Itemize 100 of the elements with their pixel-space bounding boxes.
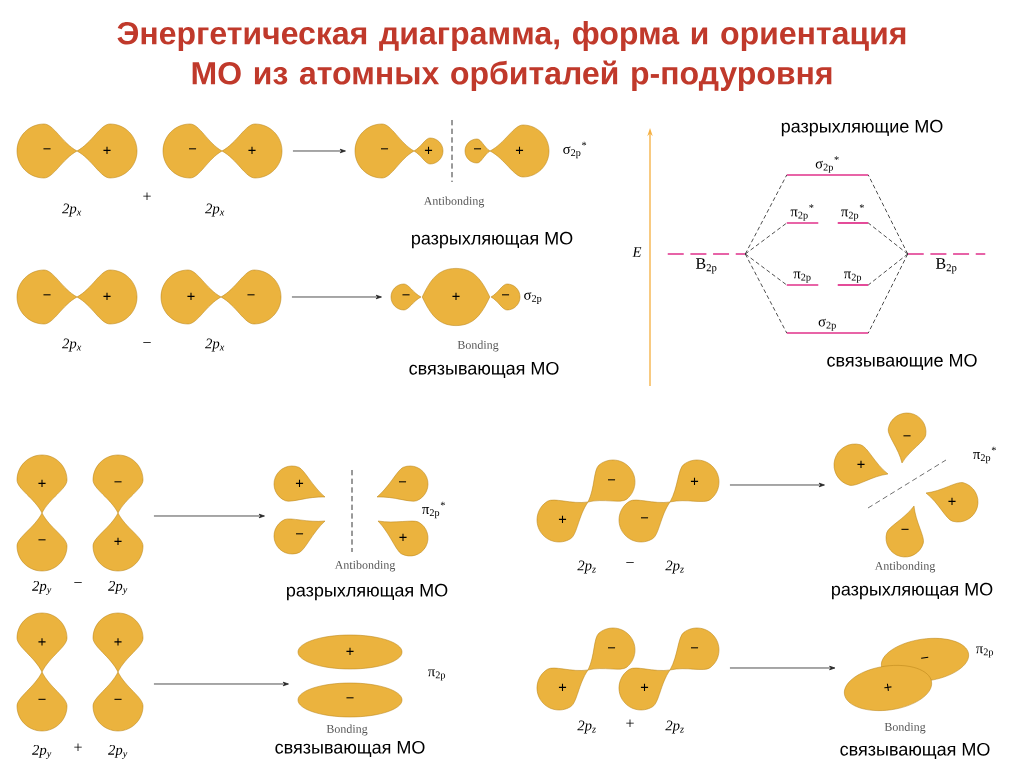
orbital-lobe: + bbox=[377, 520, 429, 557]
arrow bbox=[292, 148, 346, 154]
orbital-lobe: + bbox=[16, 612, 68, 673]
orbital-lobe: + bbox=[76, 123, 138, 179]
operator-sign: + bbox=[626, 719, 634, 727]
orbital-lobe: + bbox=[160, 269, 222, 325]
orbital-lobe: − bbox=[885, 505, 924, 558]
energy-level: σ$_{2p}$* bbox=[785, 156, 870, 176]
orbital-lobe: − bbox=[92, 454, 144, 514]
orbital-symbol: 2p$_{z}$ bbox=[665, 560, 684, 574]
orbital-lobe: + bbox=[297, 634, 403, 670]
mo-caption: разрыхляющая МО bbox=[287, 583, 448, 601]
orbital-lobe: + bbox=[536, 667, 589, 711]
operator-sign: − bbox=[74, 582, 82, 583]
dashed-line bbox=[867, 222, 909, 255]
bonding-label: Antibonding bbox=[423, 196, 485, 208]
orbital-lobe: + bbox=[618, 667, 671, 711]
orbital-lobe: − bbox=[618, 499, 671, 543]
orbital-lobe: − bbox=[162, 123, 223, 179]
energy-level: B$_{2p}$ bbox=[667, 253, 746, 274]
orbital-lobe: + bbox=[413, 137, 444, 165]
orbital-symbol: 2p$_{y}$ bbox=[32, 580, 52, 596]
orbital-lobe: − bbox=[16, 512, 68, 572]
energy-level: σ$_{2p}$ bbox=[785, 318, 870, 334]
orbital-symbol: π$_{2p}$* bbox=[973, 446, 996, 464]
mo-caption: разрыхляющая МО bbox=[412, 231, 573, 249]
orbital-symbol: 2p$_{z}$ bbox=[577, 560, 596, 574]
energy-level: π$_{2p}$* bbox=[836, 204, 870, 224]
orbital-lobe: − bbox=[220, 269, 282, 325]
dashed-line bbox=[744, 222, 788, 255]
mo-caption: разрыхляющая МО bbox=[832, 582, 993, 600]
orbital-lobe: + bbox=[489, 124, 550, 178]
orbital-lobe: − bbox=[16, 123, 78, 179]
mo-caption: разрыхляющие МО bbox=[781, 119, 943, 137]
orbital-lobe: + bbox=[833, 443, 889, 486]
orbital-lobe: + bbox=[844, 665, 932, 711]
dashed-line bbox=[867, 253, 909, 286]
energy-level: π$_{2p}$ bbox=[836, 271, 870, 286]
orbital-symbol: σ$_{2p}$ bbox=[524, 292, 542, 304]
orbital-lobe: − bbox=[587, 459, 636, 503]
orbital-lobe: + bbox=[76, 269, 138, 325]
orbital-symbol: π$_{2p}$* bbox=[422, 501, 445, 519]
orbital-lobe: − bbox=[92, 671, 144, 732]
orbital-lobe: + bbox=[92, 512, 144, 572]
dashed-line bbox=[867, 253, 909, 334]
axis-label: E bbox=[632, 247, 642, 257]
mo-caption: связывающие МО bbox=[827, 353, 977, 371]
orbital-lobe: − bbox=[887, 412, 927, 464]
orbital-lobe: + bbox=[273, 465, 326, 502]
mo-caption: связывающая МО bbox=[840, 742, 990, 760]
orbital-symbol: 2p$_{x}$ bbox=[62, 338, 82, 352]
operator-sign: − bbox=[143, 342, 151, 343]
bonding-label: Bonding bbox=[884, 722, 926, 734]
operator-sign: − bbox=[626, 562, 634, 563]
orbital-symbol: 2p$_{y}$ bbox=[108, 580, 128, 596]
bonding-label: Bonding bbox=[457, 340, 499, 352]
arrow bbox=[153, 681, 289, 687]
orbital-symbol: 2p$_{z}$ bbox=[665, 720, 684, 734]
operator-sign: + bbox=[74, 743, 82, 751]
title: Энергетическая диаграмма, форма и ориентация МО из атомных орбиталей р-подуровня bbox=[117, 21, 906, 91]
orbital-lobe: − bbox=[587, 627, 636, 671]
orbital-lobe: − bbox=[376, 465, 429, 502]
orbital-symbol: 2p$_{z}$ bbox=[577, 720, 596, 734]
arrow bbox=[729, 482, 825, 488]
energy-level: B$_{2p}$ bbox=[907, 253, 986, 274]
orbital-symbol: 2p$_{x}$ bbox=[62, 203, 82, 217]
orbital-lobe: − bbox=[16, 671, 68, 732]
orbital-lobe: − bbox=[273, 518, 326, 555]
orbital-lobe: − bbox=[464, 138, 491, 164]
orbital-symbol: π$_{2p}$ bbox=[428, 669, 446, 681]
energy-level: π$_{2p}$ bbox=[785, 271, 820, 286]
orbital-lobe: − bbox=[669, 627, 720, 671]
mo-caption: связывающая МО bbox=[409, 361, 559, 379]
arrow bbox=[729, 665, 836, 671]
orbital-symbol: 2p$_{x}$ bbox=[205, 203, 225, 217]
orbital-lobe: − bbox=[490, 283, 521, 311]
orbital-lobe: − bbox=[390, 283, 422, 311]
orbital-lobe: + bbox=[536, 499, 589, 543]
bonding-label: Antibonding bbox=[334, 560, 396, 572]
orbital-symbol: σ$_{2p}$* bbox=[563, 141, 587, 159]
orbital-lobe: + bbox=[669, 459, 720, 503]
orbital-symbol: 2p$_{y}$ bbox=[108, 744, 128, 760]
mo-caption: связывающая МО bbox=[275, 740, 425, 758]
orbital-lobe: + bbox=[925, 482, 979, 523]
arrow bbox=[291, 294, 382, 300]
dashed-line bbox=[867, 174, 909, 255]
orbital-symbol: 2p$_{y}$ bbox=[32, 744, 52, 760]
dashed-line bbox=[744, 253, 788, 334]
orbital-lobe: − bbox=[16, 269, 78, 325]
dashed-line bbox=[744, 174, 788, 255]
orbital-lobe: + bbox=[421, 268, 491, 326]
operator-sign: + bbox=[143, 192, 151, 200]
orbital-lobe: + bbox=[221, 123, 283, 179]
arrow bbox=[153, 513, 265, 519]
dashed-line bbox=[744, 253, 788, 286]
energy-level: π$_{2p}$* bbox=[785, 204, 820, 224]
orbital-lobe: + bbox=[16, 454, 68, 514]
orbital-symbol: 2p$_{x}$ bbox=[205, 338, 225, 352]
orbital-lobe: + bbox=[92, 612, 144, 673]
orbital-lobe: − bbox=[297, 682, 403, 718]
